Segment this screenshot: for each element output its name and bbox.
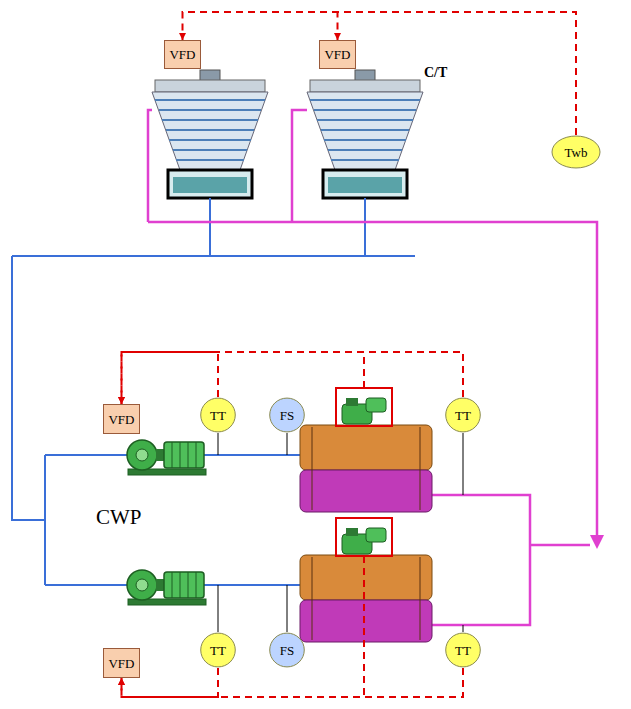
sensor-outline	[446, 633, 481, 667]
control-signal-line	[363, 352, 365, 388]
control-signal-line	[122, 352, 464, 404]
chiller	[300, 388, 432, 512]
flow-switch: FS	[269, 632, 305, 668]
vfd-box: VFD	[103, 648, 140, 678]
condenser-return-pipe	[148, 110, 152, 222]
sensor-stem	[287, 433, 288, 455]
sensor-stem	[218, 433, 463, 632]
sensor-outline	[270, 398, 305, 432]
control-signal-line	[122, 352, 219, 404]
condenser-return-pipe	[530, 544, 590, 547]
condenser-supply-pipe	[12, 256, 45, 520]
condenser-water-pump	[127, 570, 206, 605]
control-signal-line	[183, 12, 577, 135]
sensor-outline	[446, 398, 481, 432]
node-label: TT	[210, 409, 226, 422]
node-label: VFD	[108, 413, 134, 426]
wet-bulb-sensor: Twb	[551, 135, 601, 169]
condenser-return-pipe	[292, 110, 307, 222]
node-label: VFD	[324, 48, 350, 61]
condenser-supply-pipe	[209, 198, 211, 256]
vfd-box: VFD	[103, 404, 140, 434]
temperature-transmitter: TT	[200, 397, 236, 433]
condenser-water-pump	[127, 440, 206, 475]
flow-switch: FS	[269, 397, 305, 433]
sensor-outline	[201, 633, 236, 667]
equipment-label: C/T	[424, 66, 447, 80]
node-label: Twb	[565, 146, 588, 159]
condenser-supply-pipe	[44, 455, 46, 585]
condenser-supply-pipe	[12, 255, 415, 257]
node-label: TT	[455, 409, 471, 422]
node-label: FS	[280, 409, 294, 422]
node-label: TT	[210, 644, 226, 657]
cooling-tower	[307, 70, 423, 198]
sensor-stem	[218, 585, 219, 632]
vfd-box: VFD	[319, 40, 356, 69]
condenser-supply-pipe	[12, 198, 415, 585]
chiller	[300, 388, 432, 642]
control-signal-line	[338, 12, 577, 135]
equipment-label: CWP	[96, 507, 142, 528]
condenser-return-pipe	[148, 222, 597, 537]
sensor-outline	[552, 136, 600, 168]
sensor-outline	[270, 633, 305, 667]
temperature-transmitter: TT	[200, 632, 236, 668]
node-label: VFD	[108, 657, 134, 670]
sensor-stem	[218, 433, 219, 455]
sensor-outline	[201, 398, 236, 432]
sensor-stem	[287, 585, 288, 632]
chiller	[300, 518, 432, 642]
node-label: TT	[455, 644, 471, 657]
flow-arrow	[590, 535, 604, 549]
condenser-supply-pipe	[364, 198, 366, 256]
condenser-return-pipe	[432, 495, 530, 625]
sensor-stem	[463, 433, 464, 495]
temperature-transmitter: TT	[445, 397, 481, 433]
sensor-stem	[463, 625, 464, 632]
control-signal-line	[122, 668, 464, 697]
vfd-box: VFD	[164, 40, 201, 69]
temperature-transmitter: TT	[445, 632, 481, 668]
node-label: VFD	[169, 48, 195, 61]
node-label: FS	[280, 644, 294, 657]
cooling-tower	[152, 70, 423, 198]
control-signal-line	[363, 352, 365, 697]
control-signal-line	[363, 556, 365, 697]
cooling-tower	[152, 70, 268, 198]
